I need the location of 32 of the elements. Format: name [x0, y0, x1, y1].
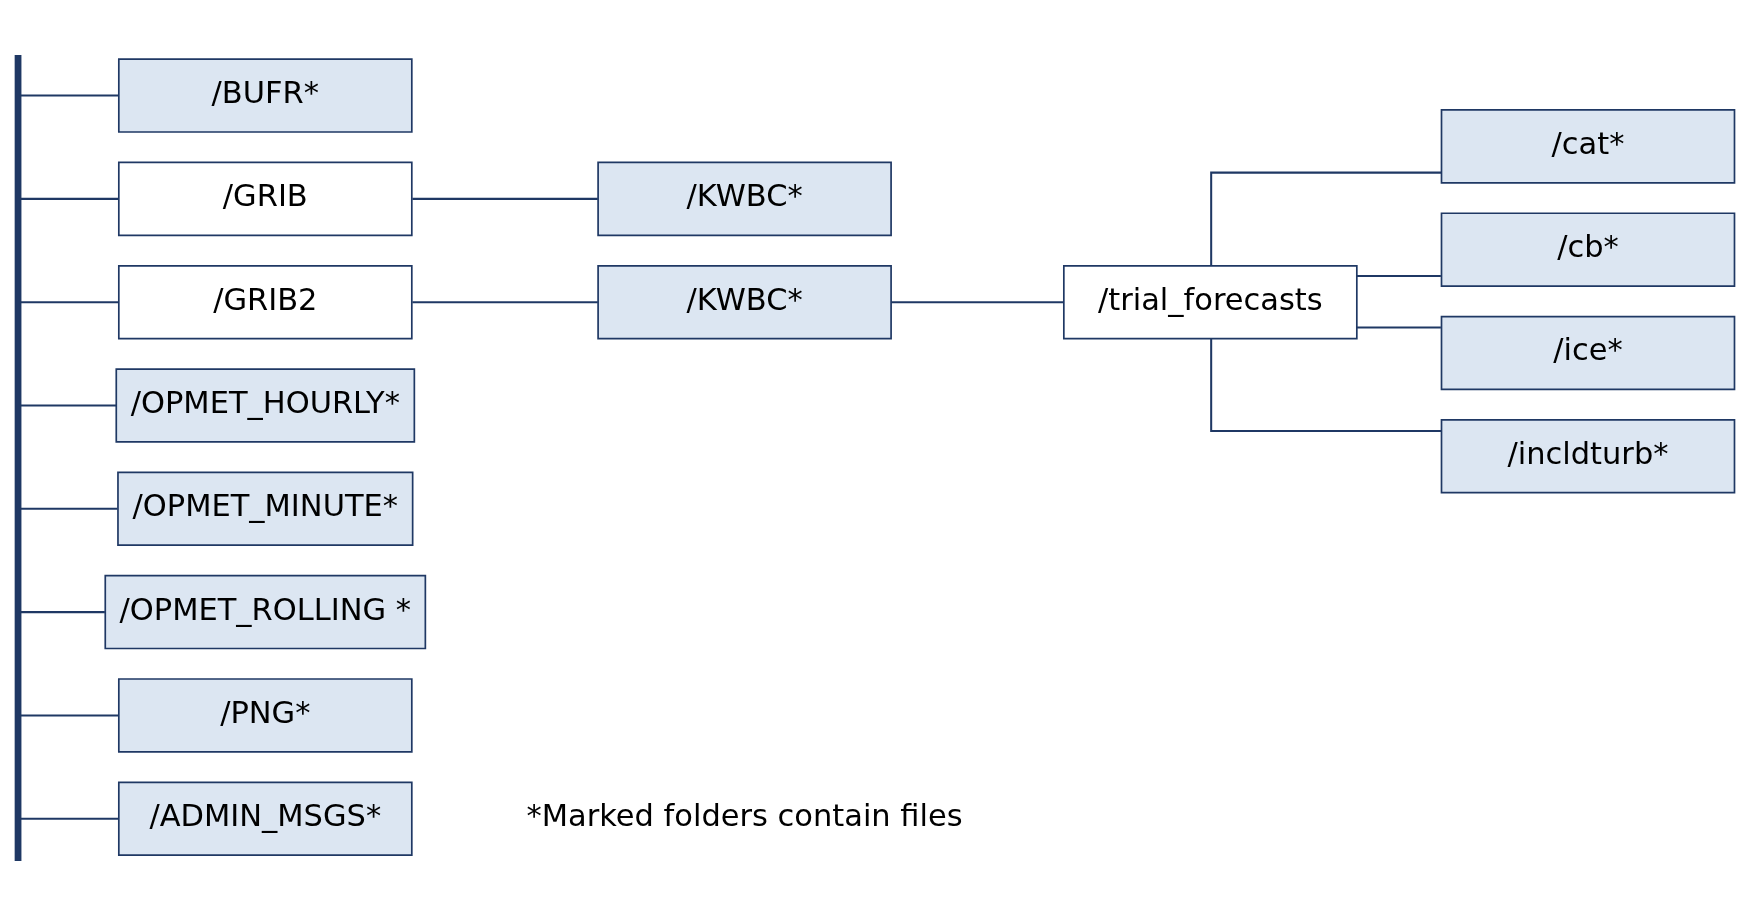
label: *Marked folders contain files [526, 798, 963, 834]
connector [20, 404, 117, 407]
node-box: /KWBC* [597, 264, 892, 340]
node-box: /cat* [1440, 109, 1736, 184]
connector [20, 301, 119, 304]
node-box: /OPMET_HOURLY* [115, 368, 416, 443]
node-box: /ADMIN_MSGS* [117, 781, 413, 856]
node-box: /KWBC* [597, 161, 892, 237]
connector [412, 197, 598, 200]
node-box: /incldturb* [1440, 419, 1736, 494]
connector [1356, 274, 1441, 277]
connector [20, 94, 119, 97]
connector [1210, 338, 1442, 432]
connector [1356, 326, 1441, 329]
node-box: /GRIB2 [117, 264, 413, 340]
connector [20, 714, 119, 717]
node-bar [14, 54, 22, 862]
connector [20, 507, 118, 510]
node-box: /PNG* [117, 678, 413, 753]
connector [891, 301, 1064, 304]
connector [1210, 171, 1442, 266]
connector [20, 197, 119, 200]
connector [20, 817, 119, 820]
connector [412, 301, 598, 304]
connector [20, 611, 105, 614]
node-box: /OPMET_MINUTE* [117, 471, 414, 547]
node-box: /OPMET_ROLLING * [104, 574, 427, 650]
node-box: /BUFR* [117, 58, 413, 133]
node-box: /ice* [1440, 315, 1736, 391]
node-box: /trial_forecasts [1063, 264, 1358, 340]
node-box: /GRIB [117, 161, 413, 237]
node-box: /cb* [1440, 212, 1736, 287]
